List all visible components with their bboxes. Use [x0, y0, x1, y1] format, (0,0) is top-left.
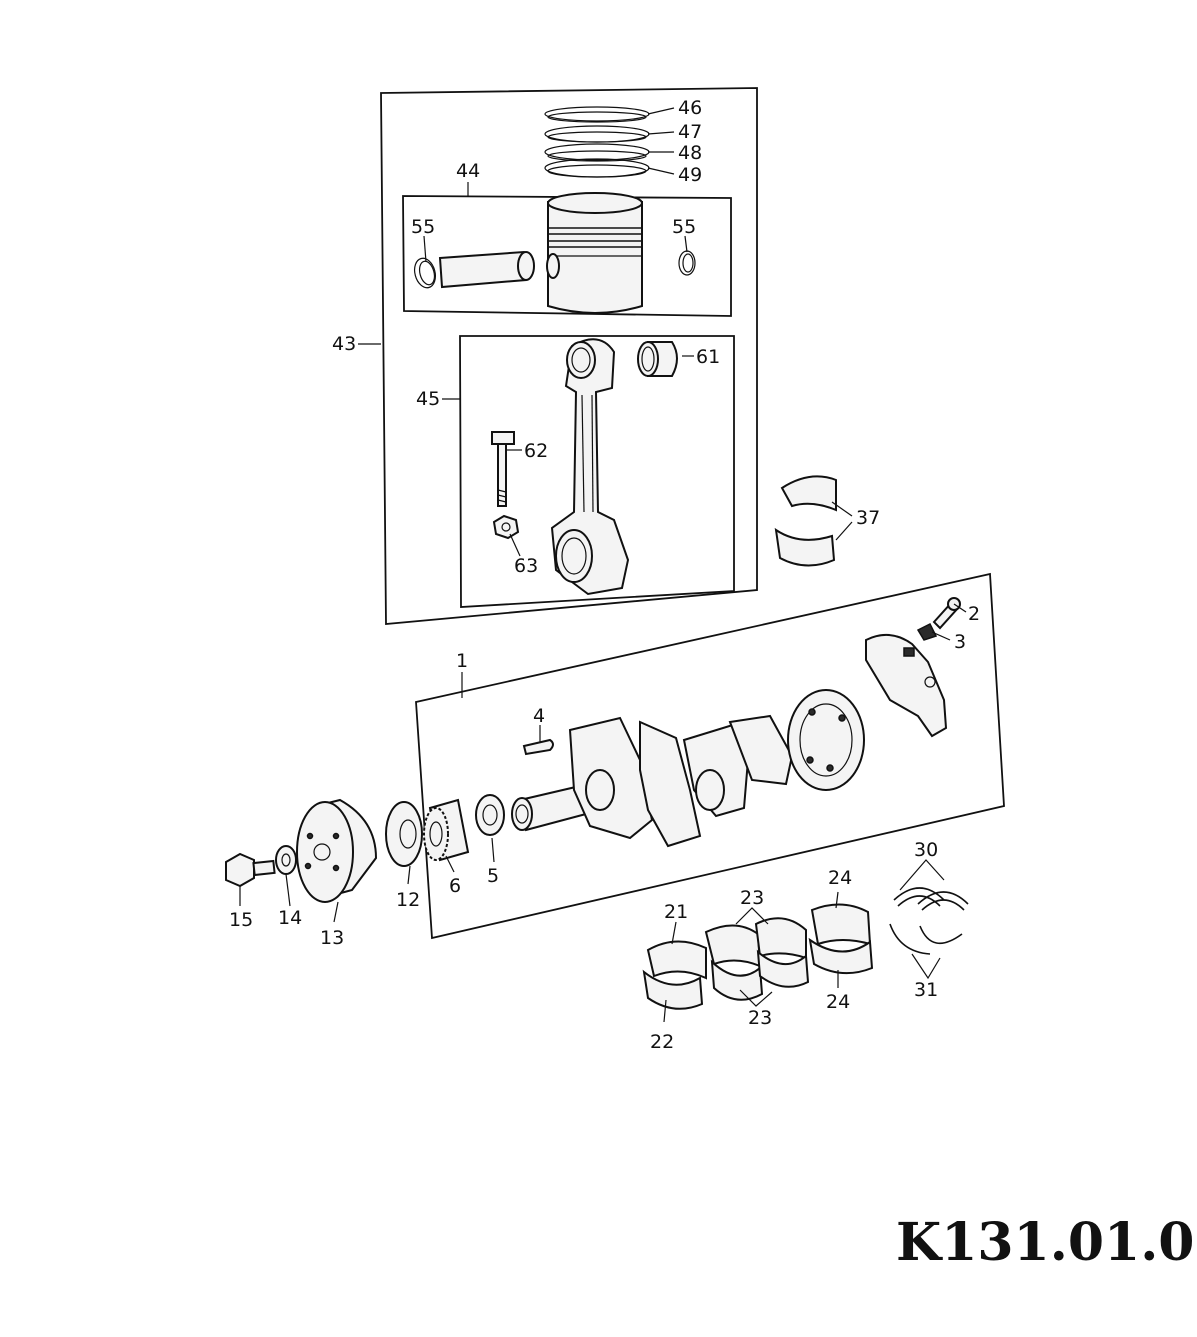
callout-6: 6: [449, 875, 461, 897]
callout-47: 47: [678, 121, 702, 143]
washer-14: [275, 845, 297, 875]
spacer-12: [385, 801, 423, 867]
piston-rings: [544, 106, 650, 178]
callout-4: 4: [533, 705, 545, 727]
callout-37: 37: [856, 507, 880, 529]
counterweight-bolt: [932, 597, 961, 630]
connecting-rod-frame-45: [459, 335, 735, 608]
callout-22: 22: [650, 1031, 674, 1053]
callout-61: 61: [696, 346, 720, 368]
thrust-washer-5: [475, 794, 505, 836]
small-end-bush: [637, 341, 678, 377]
crankshaft-pulley: [296, 798, 378, 903]
piston-assembly-frame-43: [380, 87, 758, 625]
con-rod-nut: [492, 514, 520, 540]
piston: [546, 192, 643, 314]
leader-lines: [239, 107, 967, 1023]
crankshaft-assembly-frame-1: [415, 572, 1005, 940]
callout-45: 45: [416, 388, 440, 410]
connecting-rod: [550, 338, 630, 596]
callout-13: 13: [320, 927, 344, 949]
callout-55-left: 55: [411, 216, 435, 238]
callout-43: 43: [332, 333, 356, 355]
main-bearing-shells: [642, 903, 874, 1010]
callout-1: 1: [456, 650, 468, 672]
crankshaft: [511, 689, 865, 848]
callout-2: 2: [968, 603, 980, 625]
callout-5: 5: [487, 865, 499, 887]
callout-24-bottom: 24: [826, 991, 850, 1013]
callout-12: 12: [396, 889, 420, 911]
circlip-left-inner: [418, 260, 436, 286]
callout-3: 3: [954, 631, 966, 653]
pulley-bolt: [225, 852, 276, 888]
callout-21: 21: [664, 901, 688, 923]
lock-plate: [916, 622, 938, 641]
callout-44: 44: [456, 160, 480, 182]
con-rod-bearing-shells: [774, 475, 837, 567]
crankshaft-gear: [423, 798, 470, 862]
callout-63: 63: [514, 555, 538, 577]
con-rod-bolt: [491, 431, 515, 507]
counterweight: [865, 633, 948, 738]
callout-30: 30: [914, 839, 938, 861]
callout-23-top: 23: [740, 887, 764, 909]
callout-46: 46: [678, 97, 702, 119]
callout-24-top: 24: [828, 867, 852, 889]
callout-49: 49: [678, 164, 702, 186]
drawing-number: K131.01.03: [896, 1212, 1197, 1273]
piston-pin: [438, 250, 535, 289]
callout-23-bottom: 23: [748, 1007, 772, 1029]
callout-55-right: 55: [672, 216, 696, 238]
circlip-right-inner: [682, 253, 694, 273]
callout-14: 14: [278, 907, 302, 929]
callout-31: 31: [914, 979, 938, 1001]
woodruff-key: [522, 738, 554, 756]
callout-62: 62: [524, 440, 548, 462]
callout-15: 15: [229, 909, 253, 931]
callout-48: 48: [678, 142, 702, 164]
circlip-left: [413, 257, 437, 289]
thrust-washers: [889, 887, 969, 955]
